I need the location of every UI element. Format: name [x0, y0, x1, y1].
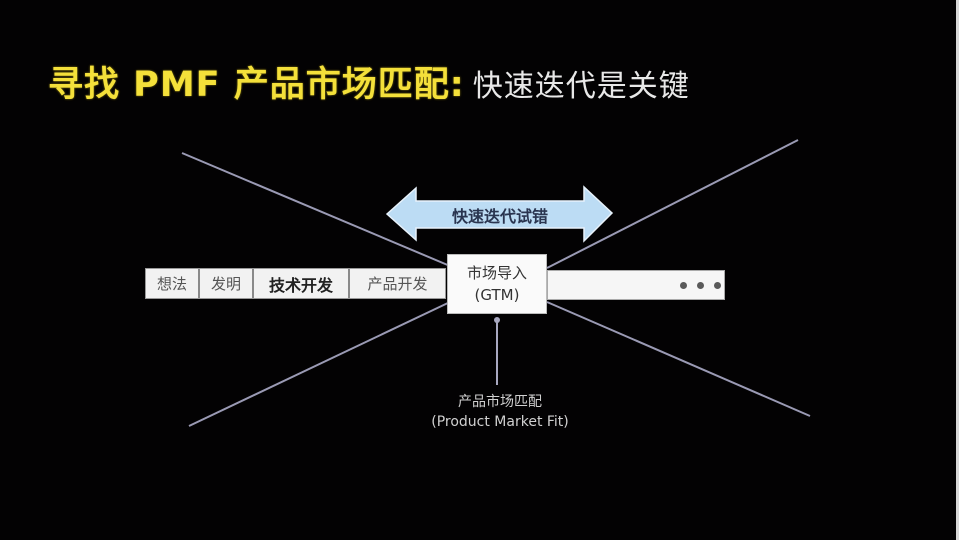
- gtm-abbrev: (GTM): [474, 286, 520, 304]
- stage-tech-development: 技术开发: [254, 269, 350, 298]
- pmf-label: 产品市场匹配 (Product Market Fit): [420, 392, 580, 432]
- slide-title: 寻找 PMF 产品市场匹配: 快速迭代是关键: [48, 56, 690, 106]
- line-top-left: [181, 152, 451, 267]
- gtm-box: 市场导入 (GTM): [447, 254, 547, 314]
- pmf-pointer-head: [494, 317, 500, 323]
- pmf-label-en: (Product Market Fit): [431, 414, 569, 430]
- line-top-right: [546, 139, 799, 269]
- stage-invention: 发明: [200, 269, 254, 298]
- ellipsis-dots-icon: [697, 282, 704, 289]
- line-bottom-left: [188, 301, 451, 427]
- stage-strip: 想法 发明 技术开发 产品开发: [145, 268, 446, 299]
- iteration-arrow-label: 快速迭代试错: [451, 206, 548, 226]
- stage-product-development: 产品开发: [367, 275, 428, 293]
- continuation-strip: [547, 270, 725, 300]
- double-headed-arrow-icon: [385, 185, 614, 243]
- right-edge-strip: [956, 0, 959, 540]
- title-main: 寻找 PMF 产品市场匹配:: [48, 65, 465, 105]
- line-bottom-right: [546, 301, 811, 417]
- ellipsis-dots-icon: [680, 282, 687, 289]
- gtm-title: 市场导入: [466, 264, 527, 282]
- stage-idea: 想法: [146, 269, 200, 298]
- ellipsis-dots-icon: [714, 282, 721, 289]
- title-subtitle: 快速迭代是关键: [472, 69, 690, 104]
- pmf-label-cn: 产品市场匹配: [458, 394, 542, 410]
